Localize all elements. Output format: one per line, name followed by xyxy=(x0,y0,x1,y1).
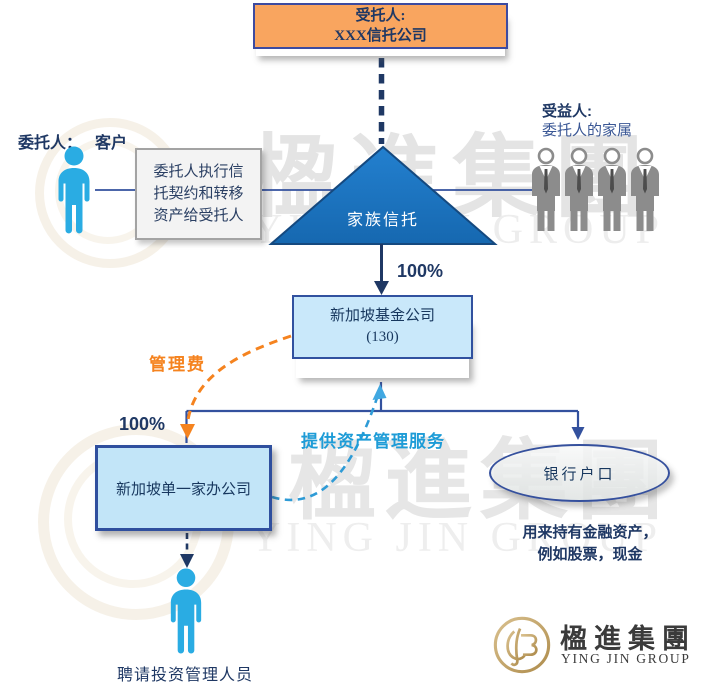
fund-to-bank-arrowhead xyxy=(571,427,585,440)
bank-note-line2: 例如股票，现金 xyxy=(537,547,643,563)
yingjin-logo-cn: 楹進集團 xyxy=(560,624,696,654)
beneficiary-subtitle: 委托人的家属 xyxy=(542,123,633,139)
beneficiary-person-icon xyxy=(627,147,663,233)
family-trust-label: 家族信托 xyxy=(346,212,419,229)
fund-company-box: 新加坡基金公司 (130) xyxy=(292,295,473,359)
bank-note: 用来持有金融资产， 例如股票，现金 xyxy=(500,522,680,566)
bank-account-label: 银行户口 xyxy=(543,466,616,483)
trustee-box: 受托人: XXX信托公司 xyxy=(253,3,508,49)
beneficiary-person-icon xyxy=(528,147,564,233)
yingjin-logo-icon xyxy=(493,616,551,674)
transfer-box: 委托人执行信托契约和转移资产给受托人 xyxy=(135,148,262,240)
ownership-to-family-office-label: 100% xyxy=(119,414,166,434)
trustee-title: 受托人: xyxy=(355,8,406,24)
fund-company-code: (130) xyxy=(366,329,399,345)
asset-services-curve xyxy=(271,397,379,502)
settlor-person-icon xyxy=(51,145,97,237)
ownership-to-fund-label: 100% xyxy=(397,261,444,281)
hire-arrowhead xyxy=(180,554,194,568)
beneficiary-people-icons xyxy=(531,147,663,233)
trustee-subtitle: XXX信托公司 xyxy=(334,28,427,44)
family-office-name: 新加坡单一家办公司 xyxy=(115,481,251,498)
beneficiary-title: 受益人: xyxy=(542,103,592,120)
settlor-value: 客户 xyxy=(95,135,128,152)
asset-services-arrowhead xyxy=(372,384,387,400)
beneficiary-person-icon xyxy=(561,147,597,233)
yingjin-logo-en: YING JIN GROUP xyxy=(561,651,691,666)
transfer-text: 委托人执行信托契约和转移资产给受托人 xyxy=(153,164,244,224)
trust-to-fund-arrowhead xyxy=(374,281,389,295)
management-fee-label: 管理费 xyxy=(149,355,206,374)
asset-services-label: 提供资产管理服务 xyxy=(301,432,445,451)
fund-company-name: 新加坡基金公司 xyxy=(329,308,435,324)
beneficiary-person-icon xyxy=(594,147,630,233)
investment-manager-person-icon xyxy=(163,567,209,657)
management-fee-curve xyxy=(186,334,292,424)
bank-note-line1: 用来持有金融资产， xyxy=(522,525,658,541)
settlor-label: 委托人： 客户 xyxy=(18,129,127,153)
management-fee-arrowhead xyxy=(180,424,195,439)
family-office-box: 新加坡单一家办公司 xyxy=(95,445,272,531)
settlor-title: 委托人： xyxy=(18,135,83,152)
bank-account-ellipse: 银行户口 xyxy=(489,444,670,502)
hire-caption: 聘请投资管理人员 xyxy=(117,667,254,684)
